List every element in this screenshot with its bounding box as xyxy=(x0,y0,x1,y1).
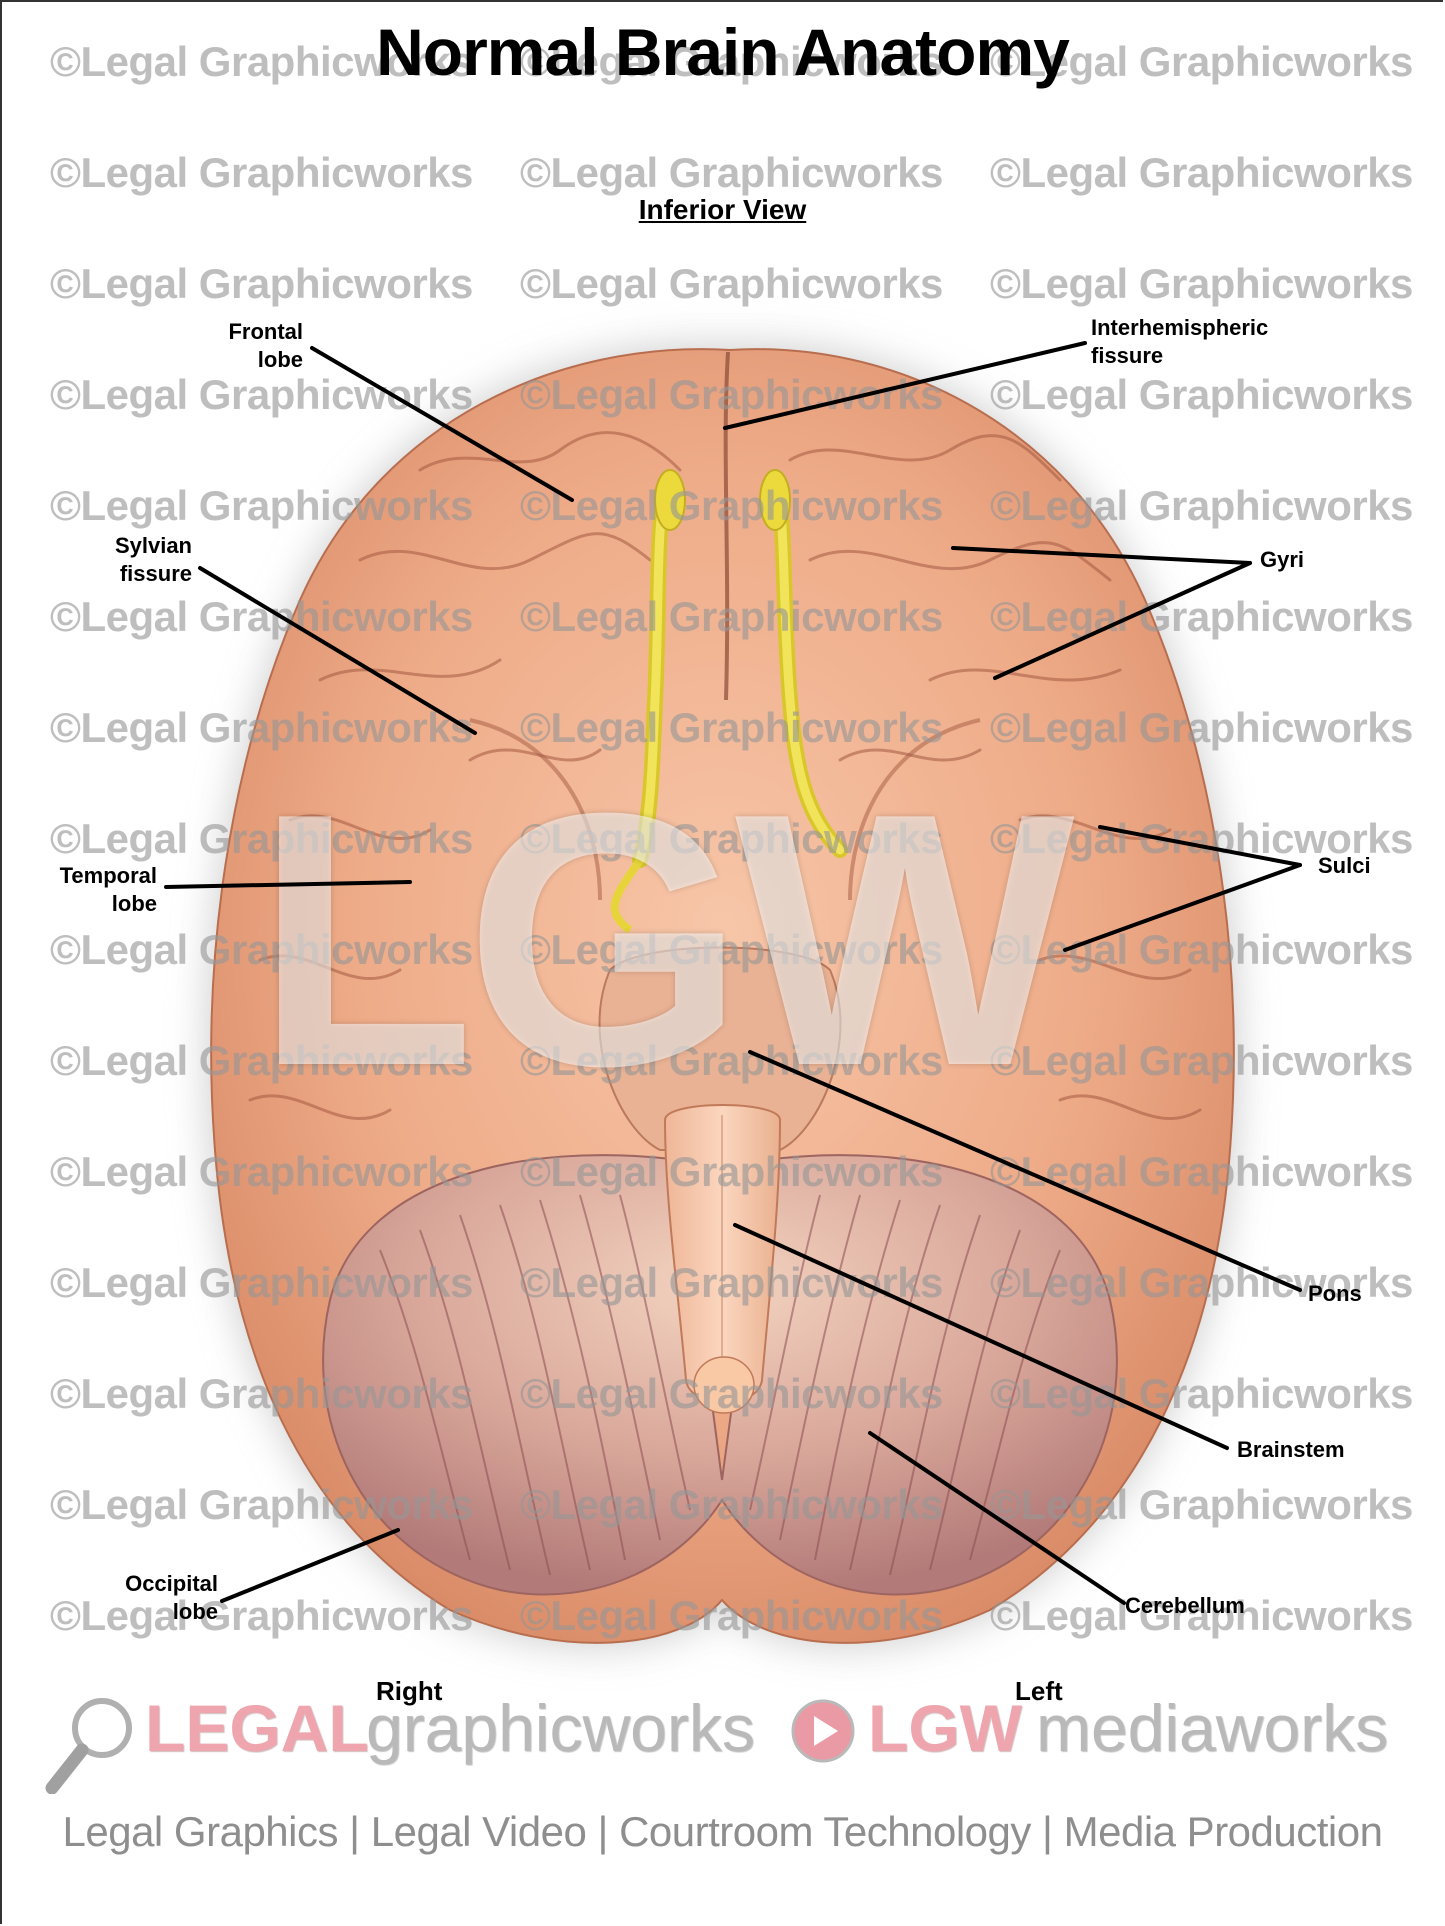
magnifier-icon xyxy=(45,1698,132,1794)
logo-mediaworks-text: mediaworks xyxy=(1036,1691,1389,1765)
label-sylvian-fissure: Sylvian fissure xyxy=(90,532,192,588)
lgw-watermark-monogram: LGW xyxy=(255,739,1075,1141)
label-interhemispheric-fissure: Interhemispheric fissure xyxy=(1091,314,1268,370)
label-pons: Pons xyxy=(1308,1281,1362,1306)
label-gyri: Gyri xyxy=(1260,547,1305,572)
label-frontal-lobe: Frontal lobe xyxy=(190,318,303,374)
view-subtitle: Inferior View xyxy=(638,194,807,225)
label-line: Occipital xyxy=(125,1571,218,1596)
label-line: Interhemispheric xyxy=(1091,315,1269,340)
logo-graphicworks-text: graphicworks xyxy=(366,1691,755,1765)
label-cerebellum: Cerebellum xyxy=(1125,1593,1245,1618)
label-temporal-lobe: Temporal lobe xyxy=(30,862,157,918)
branding-logos: LEGAL graphicworks LGW mediaworks xyxy=(0,1690,1445,1800)
orientation-left: Left xyxy=(1015,1676,1063,1706)
play-icon xyxy=(791,1699,855,1763)
label-line: lobe xyxy=(257,347,303,372)
label-line: Temporal xyxy=(59,863,157,888)
logo-lgw-text: LGW xyxy=(868,1691,1022,1765)
label-line: fissure xyxy=(1091,343,1164,368)
label-sulci: Sulci xyxy=(1318,853,1371,878)
label-occipital-lobe: Occipital lobe xyxy=(100,1570,218,1626)
label-line: lobe xyxy=(172,1599,218,1624)
label-brainstem: Brainstem xyxy=(1237,1437,1345,1462)
label-line: lobe xyxy=(111,891,157,916)
logo-legal-text: LEGAL xyxy=(145,1691,369,1765)
label-line: Frontal xyxy=(228,319,303,344)
page-title: Normal Brain Anatomy xyxy=(376,15,1070,89)
services-tagline: Legal Graphics | Legal Video | Courtroom… xyxy=(62,1808,1383,1855)
label-line: fissure xyxy=(119,561,192,586)
orientation-right: Right xyxy=(376,1676,443,1706)
label-line: Sylvian xyxy=(114,533,192,558)
